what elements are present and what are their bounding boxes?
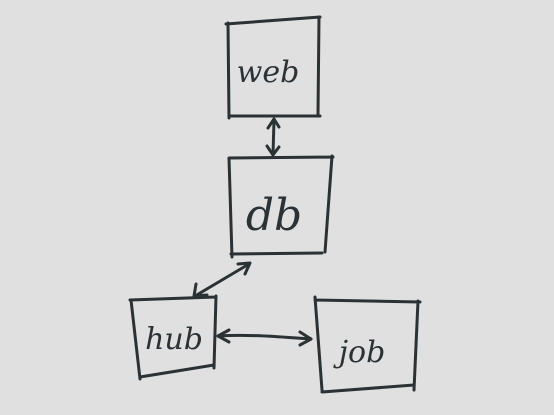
edge-web-db-arrowhead-bottom: [265, 144, 281, 157]
edge-hub-job: [216, 328, 313, 347]
edge-web-db: [265, 117, 281, 157]
edge-db-hub-line: [193, 262, 251, 298]
node-db-box: [227, 154, 335, 259]
edge-hub-job-line: [216, 333, 313, 341]
node-web-box: [224, 15, 322, 120]
node-db-label: db: [246, 190, 302, 241]
node-web-label: web: [237, 55, 300, 90]
node-hub-label: hub: [145, 322, 203, 357]
edge-web-db-arrowhead-top: [266, 117, 281, 130]
node-web: web: [224, 15, 322, 120]
node-hub-box: [128, 294, 218, 381]
node-job-box: [313, 295, 422, 394]
edge-hub-job-arrowhead-left: [216, 328, 231, 344]
node-job: job: [313, 295, 422, 394]
node-job-label: job: [333, 335, 386, 370]
edge-db-hub: [192, 261, 252, 298]
edge-hub-job-arrowhead-right: [298, 330, 313, 347]
edge-web-db-line: [271, 118, 276, 157]
node-hub: hub: [128, 294, 218, 381]
edge-db-hub-arrowhead-bottom: [192, 282, 209, 298]
edge-db-hub-arrowhead-top: [236, 261, 252, 276]
node-db: db: [227, 154, 335, 259]
